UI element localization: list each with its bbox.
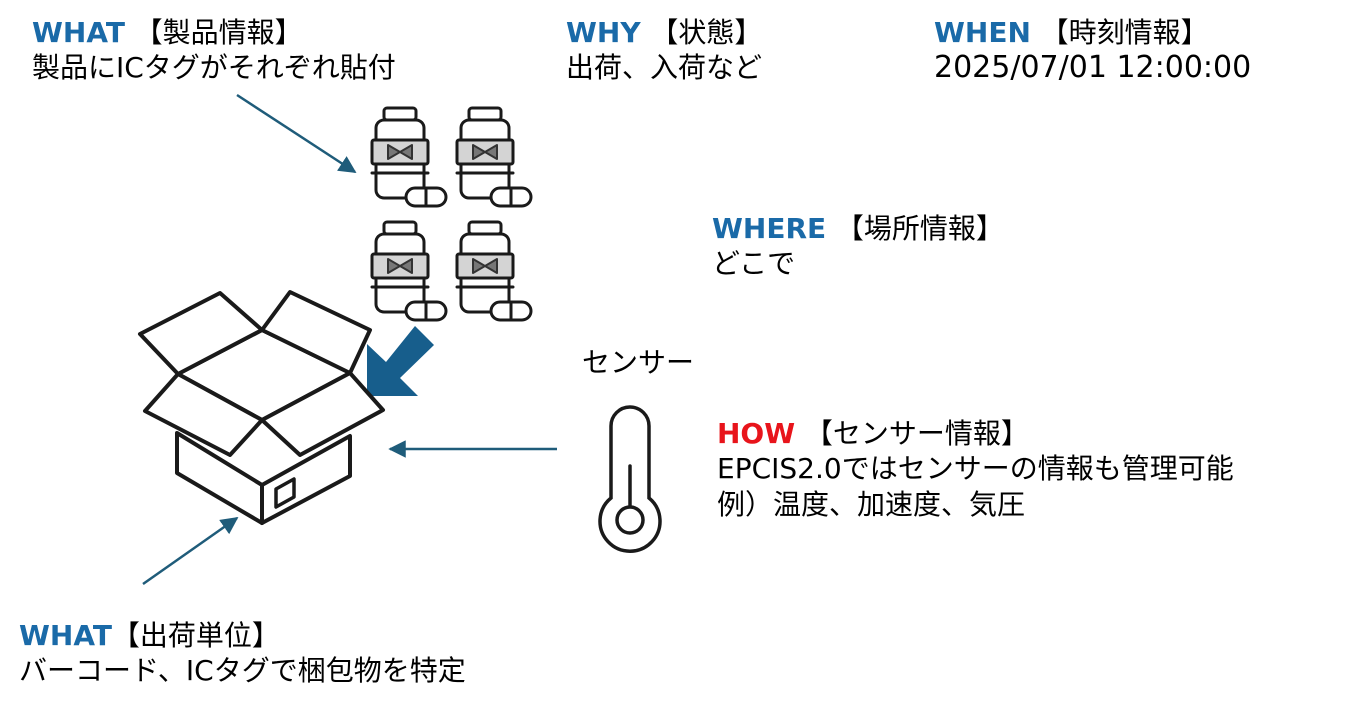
product-bottle-icon xyxy=(370,220,448,322)
how-description-line2: 例）温度、加速度、気圧 xyxy=(717,488,1026,521)
pointer-arrow-to-box xyxy=(142,516,239,586)
shipping-box-icon xyxy=(138,290,385,525)
sensor-label-text: センサー xyxy=(582,346,695,379)
why-description: 出荷、入荷など xyxy=(566,51,763,84)
how-bracket: 【センサー情報】 xyxy=(804,417,1029,450)
where-keyword: WHERE xyxy=(712,212,827,245)
why-label: WHY 【状態】 出荷、入荷など xyxy=(566,16,762,86)
thermometer-icon xyxy=(598,405,662,553)
pointer-arrow-to-products xyxy=(236,93,357,174)
what-unit-label: WHAT【出荷単位】 バーコード、ICタグで梱包物を特定 xyxy=(19,619,466,689)
where-bracket: 【場所情報】 xyxy=(835,212,1004,245)
where-description: どこで xyxy=(712,247,796,280)
product-bottle-icon xyxy=(370,106,448,208)
when-keyword: WHEN xyxy=(934,16,1031,49)
what-unit-description: バーコード、ICタグで梱包物を特定 xyxy=(19,654,466,687)
product-bottle-icon xyxy=(455,220,533,322)
how-label: HOW 【センサー情報】 EPCIS2.0ではセンサーの情報も管理可能 例）温度… xyxy=(717,417,1234,523)
how-keyword: HOW xyxy=(717,417,796,450)
when-label: WHEN 【時刻情報】 2025/07/01 12:00:00 xyxy=(934,16,1251,86)
where-label: WHERE 【場所情報】 どこで xyxy=(712,212,1004,282)
product-bottle-icon xyxy=(455,106,533,208)
what-unit-keyword: WHAT xyxy=(19,619,112,652)
what-product-keyword: WHAT xyxy=(32,16,125,49)
when-bracket: 【時刻情報】 xyxy=(1040,16,1209,49)
what-unit-bracket: 【出荷単位】 xyxy=(111,619,280,652)
why-keyword: WHY xyxy=(566,16,641,49)
what-product-bracket: 【製品情報】 xyxy=(134,16,303,49)
what-product-label: WHAT 【製品情報】 製品にICタグがそれぞれ貼付 xyxy=(32,16,396,86)
when-description: 2025/07/01 12:00:00 xyxy=(934,50,1252,85)
what-product-description: 製品にICタグがそれぞれ貼付 xyxy=(32,51,396,84)
packing-arrow-icon xyxy=(367,326,434,396)
how-description-line1: EPCIS2.0ではセンサーの情報も管理可能 xyxy=(717,452,1234,485)
why-bracket: 【状態】 xyxy=(650,16,763,49)
sensor-label: センサー xyxy=(582,345,694,381)
